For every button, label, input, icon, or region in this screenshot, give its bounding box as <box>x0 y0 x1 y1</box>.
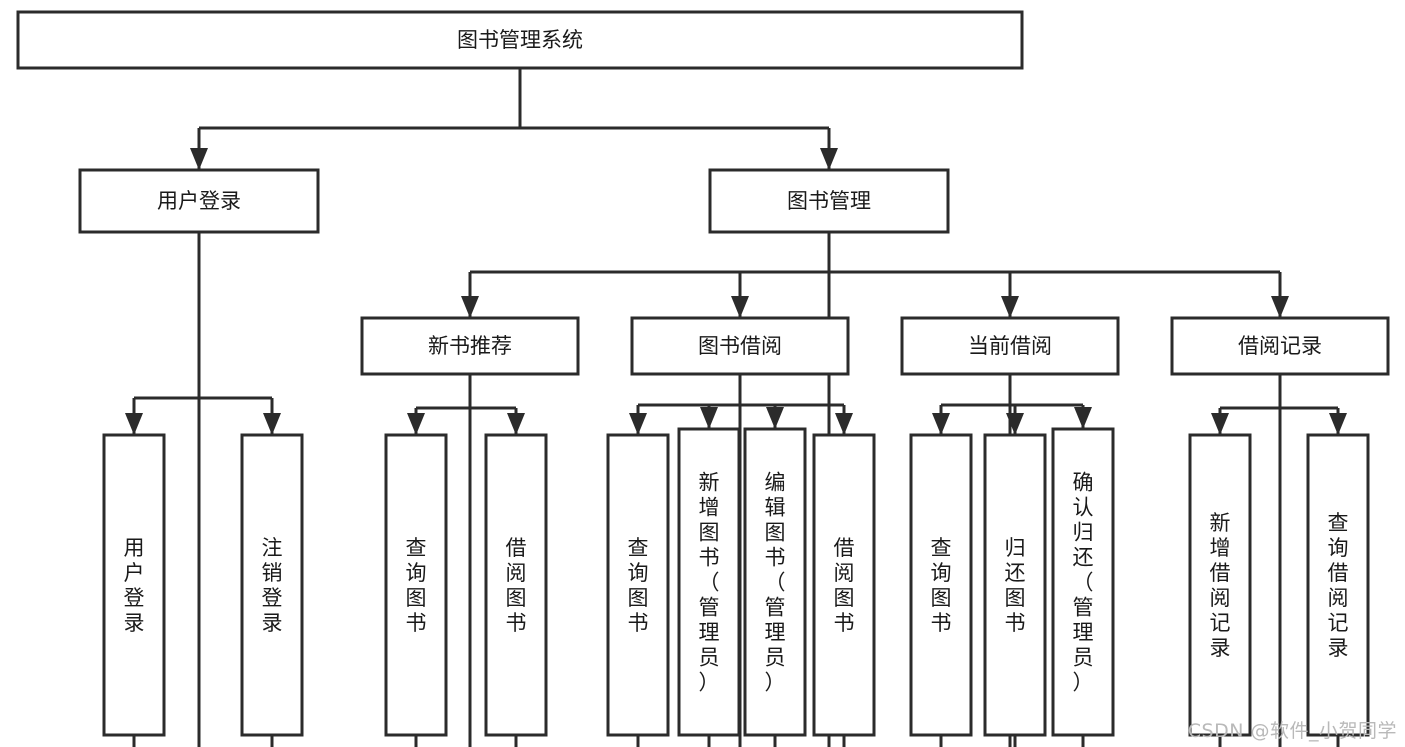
arrow-leaf-query-borrow-record <box>1329 413 1347 435</box>
arrow-leaf-edit-book-admin <box>766 407 784 429</box>
node-box-leaf-add-borrow-record <box>1188 433 1252 737</box>
node-label-leaf-query-book-borrow: 查询图书 <box>628 536 649 635</box>
node-label-new-book-recommend: 新书推荐 <box>428 334 512 358</box>
node-leaf-user-login[interactable]: 用户登录 <box>102 433 166 737</box>
node-label-leaf-user-logout: 注销登录 <box>262 536 283 635</box>
arrow-leaf-user-login <box>125 413 143 435</box>
node-leaf-query-book-recommend[interactable]: 查询图书 <box>384 433 448 737</box>
node-leaf-return-book[interactable]: 归还图书 <box>983 433 1047 737</box>
arrow-leaf-query-book-recommend <box>407 413 425 435</box>
arrow-leaf-confirm-return-admin <box>1074 407 1092 429</box>
node-box-leaf-query-book-current <box>909 433 973 737</box>
node-box-leaf-edit-book-admin <box>743 427 807 737</box>
arrow-leaf-query-book-current <box>932 413 950 435</box>
arrow-leaf-return-book <box>1006 413 1024 435</box>
node-label-user-login: 用户登录 <box>157 189 241 213</box>
connector-layer <box>125 68 1347 747</box>
arrow-leaf-add-book-admin <box>700 407 718 429</box>
node-leaf-query-book-current[interactable]: 查询图书 <box>909 433 973 737</box>
node-box-leaf-return-book <box>983 433 1047 737</box>
node-leaf-confirm-return-admin[interactable]: 确认归还（管理员） <box>1051 427 1115 737</box>
node-label-leaf-borrow-book: 借阅图书 <box>834 536 855 635</box>
node-user-login[interactable]: 用户登录 <box>78 168 320 234</box>
node-box-leaf-user-logout <box>240 433 304 737</box>
node-label-book-manage: 图书管理 <box>787 189 871 213</box>
node-box-leaf-query-book-borrow <box>606 433 670 737</box>
arrow-current-borrow <box>1001 296 1019 318</box>
node-box-root <box>16 10 1024 70</box>
arrow-leaf-borrow-book <box>835 413 853 435</box>
node-current-borrow[interactable]: 当前借阅 <box>900 316 1120 376</box>
node-box-current-borrow <box>900 316 1120 376</box>
node-label-leaf-query-book-recommend: 查询图书 <box>406 536 427 635</box>
node-root[interactable]: 图书管理系统 <box>16 10 1024 70</box>
node-leaf-user-logout[interactable]: 注销登录 <box>240 433 304 737</box>
node-label-root: 图书管理系统 <box>457 28 583 52</box>
node-box-borrow-record <box>1170 316 1390 376</box>
arrow-leaf-query-book-borrow <box>629 413 647 435</box>
node-label-leaf-add-borrow-record: 新增借阅记录 <box>1210 511 1231 660</box>
node-borrow-record[interactable]: 借阅记录 <box>1170 316 1390 376</box>
node-box-leaf-user-login <box>102 433 166 737</box>
node-leaf-borrow-book-recommend[interactable]: 借阅图书 <box>484 433 548 737</box>
node-label-leaf-query-book-current: 查询图书 <box>931 536 952 635</box>
node-box-new-book-recommend <box>360 316 580 376</box>
node-new-book-recommend[interactable]: 新书推荐 <box>360 316 580 376</box>
node-box-leaf-query-book-recommend <box>384 433 448 737</box>
node-box-leaf-borrow-book <box>812 433 876 737</box>
node-label-current-borrow: 当前借阅 <box>968 334 1052 358</box>
arrow-book-borrow <box>731 296 749 318</box>
node-label-leaf-borrow-book-recommend: 借阅图书 <box>506 536 527 635</box>
node-label-borrow-record: 借阅记录 <box>1238 334 1322 358</box>
node-box-book-manage <box>708 168 950 234</box>
node-box-leaf-borrow-book-recommend <box>484 433 548 737</box>
node-book-borrow[interactable]: 图书借阅 <box>630 316 850 376</box>
node-label-leaf-query-borrow-record: 查询借阅记录 <box>1328 511 1349 660</box>
node-book-manage[interactable]: 图书管理 <box>708 168 950 234</box>
arrow-new-book-recommend <box>461 296 479 318</box>
node-box-leaf-confirm-return-admin <box>1051 427 1115 737</box>
node-leaf-query-borrow-record[interactable]: 查询借阅记录 <box>1306 433 1370 737</box>
node-label-book-borrow: 图书借阅 <box>698 334 782 358</box>
node-leaf-add-book-admin[interactable]: 新增图书（管理员） <box>677 427 741 737</box>
node-box-user-login <box>78 168 320 234</box>
arrow-leaf-borrow-book-recommend <box>507 413 525 435</box>
node-label-leaf-add-book-admin: 新增图书（管理员） <box>699 471 720 695</box>
arrow-leaf-user-logout <box>263 413 281 435</box>
arrow-user-login <box>190 148 208 170</box>
node-label-leaf-confirm-return-admin: 确认归还（管理员） <box>1073 471 1094 695</box>
node-box-leaf-query-borrow-record <box>1306 433 1370 737</box>
node-layer: 图书管理系统用户登录图书管理新书推荐图书借阅当前借阅借阅记录用户登录注销登录查询… <box>16 10 1390 737</box>
node-label-leaf-user-login: 用户登录 <box>124 536 145 635</box>
node-leaf-edit-book-admin[interactable]: 编辑图书（管理员） <box>743 427 807 737</box>
arrow-leaf-add-borrow-record <box>1211 413 1229 435</box>
node-label-leaf-return-book: 归还图书 <box>1005 536 1026 635</box>
node-leaf-query-book-borrow[interactable]: 查询图书 <box>606 433 670 737</box>
arrow-borrow-record <box>1271 296 1289 318</box>
node-leaf-borrow-book[interactable]: 借阅图书 <box>812 433 876 737</box>
node-box-leaf-add-book-admin <box>677 427 741 737</box>
node-leaf-add-borrow-record[interactable]: 新增借阅记录 <box>1188 433 1252 737</box>
node-box-book-borrow <box>630 316 850 376</box>
arrow-book-manage <box>820 148 838 170</box>
node-label-leaf-edit-book-admin: 编辑图书（管理员） <box>765 471 786 695</box>
